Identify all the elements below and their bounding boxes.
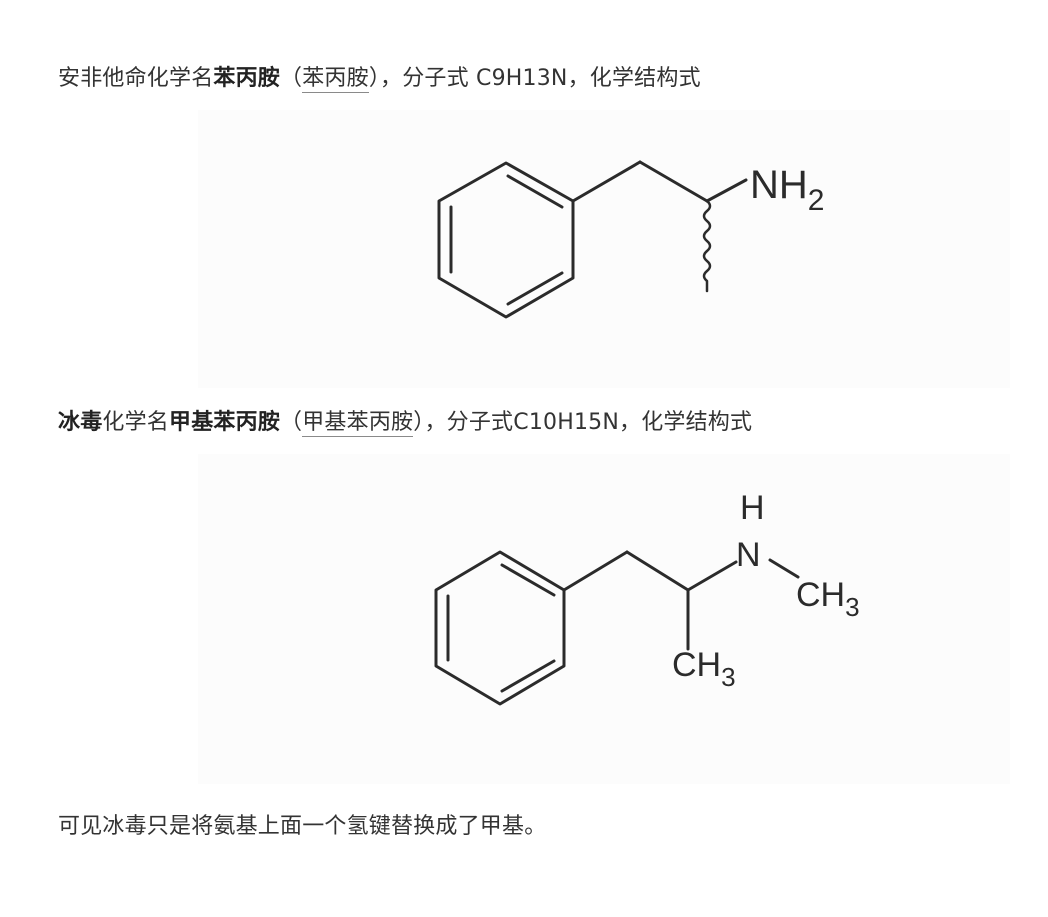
methamphetamine-structure-image: H N CH3 CH3 <box>198 454 1010 784</box>
benzene-ring <box>434 550 566 706</box>
hydrogen-label: H <box>740 489 765 527</box>
bold-chemical-name: 苯丙胺 <box>213 66 281 91</box>
conclusion-text: 可见冰毒只是将氨基上面一个氢键替换成了甲基。 <box>58 814 547 839</box>
paren-open: （ <box>280 410 303 435</box>
nitrogen-label: N <box>736 536 761 574</box>
methamphetamine-structure-diagram: H N CH3 CH3 <box>434 489 860 706</box>
paren-close: ） <box>413 410 425 435</box>
chemical-name-link[interactable]: 苯丙胺 <box>302 66 369 93</box>
formula-text: ，分子式C10H15N，化学结构式 <box>424 410 753 435</box>
paragraph-conclusion: 可见冰毒只是将氨基上面一个氢键替换成了甲基。 <box>58 811 546 843</box>
paragraph-methamphetamine-intro: 冰毒化学名甲基苯丙胺（甲基苯丙胺），分子式C10H15N，化学结构式 <box>58 407 752 439</box>
amphetamine-structure-image: NH2 <box>198 110 1010 388</box>
paren-close: ） <box>368 66 381 91</box>
c-methyl-label: CH3 <box>672 646 736 692</box>
text-middle: 化学名 <box>102 410 170 435</box>
bold-chemical-name: 甲基苯丙胺 <box>169 410 281 435</box>
benzene-ring <box>437 161 575 319</box>
amine-label: NH2 <box>750 163 824 217</box>
paragraph-amphetamine-intro: 安非他命化学名苯丙胺（苯丙胺），分子式 C9H13N，化学结构式 <box>58 63 701 95</box>
text-prefix: 安非他命化学名 <box>58 66 214 91</box>
n-methyl-label: CH3 <box>796 576 860 622</box>
chemical-name-link[interactable]: 甲基苯丙胺 <box>302 410 414 437</box>
formula-text: ，分子式 C9H13N，化学结构式 <box>380 66 701 91</box>
paren-open: （ <box>280 66 303 91</box>
bold-common-name: 冰毒 <box>58 410 103 435</box>
amphetamine-structure-diagram: NH2 <box>437 160 824 319</box>
